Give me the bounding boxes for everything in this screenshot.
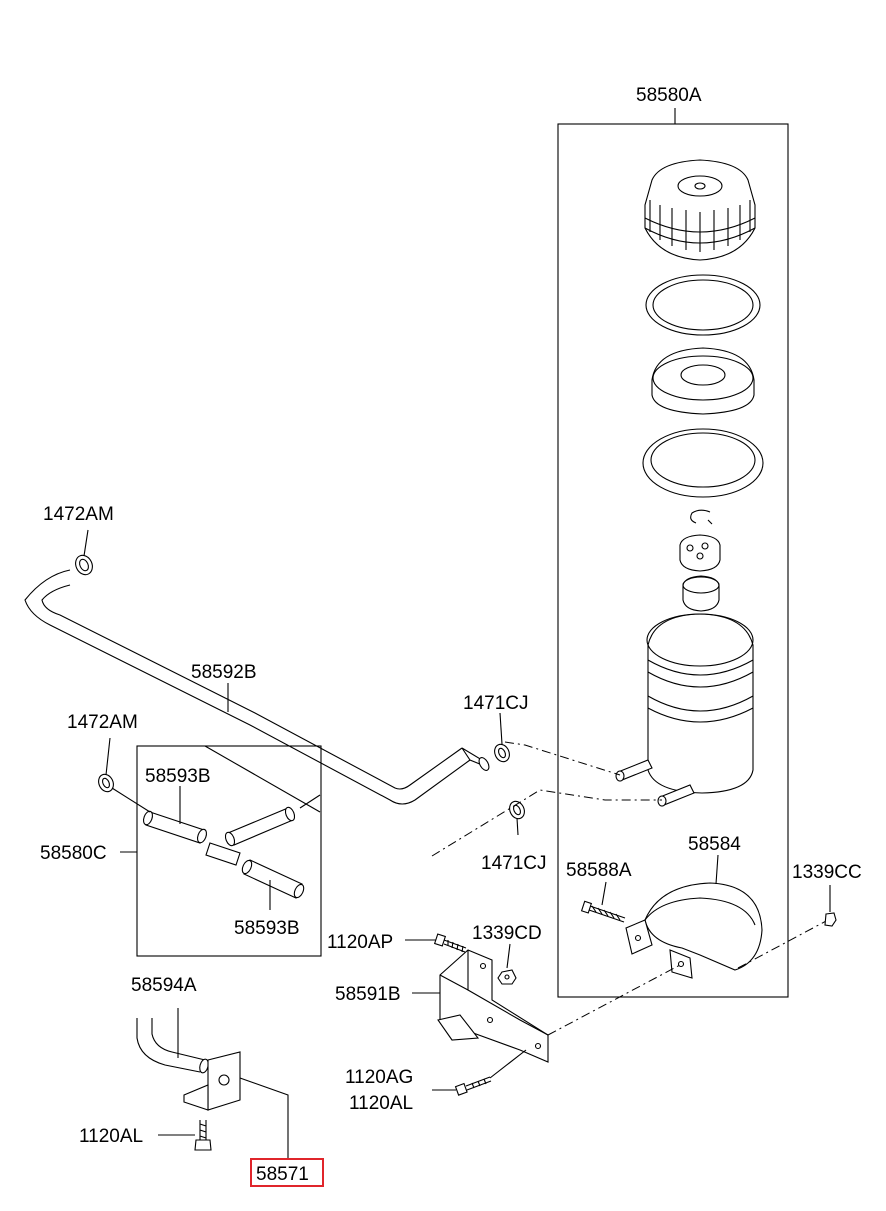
hose-clamp-bottom bbox=[509, 800, 525, 820]
reservoir-outlet-upper bbox=[615, 759, 653, 782]
label-band: 58584 bbox=[688, 834, 741, 855]
bracket-nut bbox=[497, 969, 517, 985]
label-hose-clamp-bottom: 1471CJ bbox=[481, 853, 547, 874]
suction-tube bbox=[136, 1018, 209, 1074]
label-clamp-lower: 1472AM bbox=[67, 712, 138, 733]
tube-bracket bbox=[183, 1051, 241, 1111]
connector-hose-2 bbox=[241, 859, 305, 899]
label-bolt-bracket-low-1: 1120AG bbox=[345, 1067, 413, 1088]
label-bracket: 58591B bbox=[335, 984, 401, 1005]
connection-bracket-band bbox=[547, 964, 681, 1036]
bracket-bolt-low bbox=[454, 1049, 527, 1096]
label-highlighted-part[interactable]: 58571 bbox=[256, 1164, 309, 1185]
reservoir-filter bbox=[651, 347, 755, 415]
reservoir-assembly bbox=[557, 108, 789, 998]
highlight-box bbox=[250, 1158, 324, 1187]
label-bolt-tube: 1120AL bbox=[79, 1126, 143, 1147]
bracket-bolt-top bbox=[433, 933, 467, 953]
hose-kit bbox=[120, 745, 322, 957]
snap-ring bbox=[690, 509, 713, 525]
reservoir-outlet-lower bbox=[657, 784, 695, 807]
label-hose-clamp-top: 1471CJ bbox=[463, 693, 529, 714]
label-nut-right: 1339CC bbox=[792, 862, 862, 883]
reservoir-bracket bbox=[437, 949, 549, 1063]
hose-clamp-top bbox=[494, 743, 510, 763]
valve bbox=[679, 534, 721, 572]
label-reservoir-assy: 58580A bbox=[636, 85, 702, 106]
leader-lines bbox=[83, 529, 831, 1160]
spacer bbox=[682, 575, 720, 612]
hose-clamp-lower bbox=[98, 773, 151, 813]
return-hose bbox=[24, 569, 490, 805]
connection-lower bbox=[431, 789, 662, 857]
label-bolt-band: 58588A bbox=[566, 860, 632, 881]
label-connector-kit: 58593B bbox=[145, 766, 211, 787]
connection-band-nut bbox=[737, 919, 829, 969]
tube-bolt bbox=[194, 1120, 212, 1151]
seal-ring bbox=[645, 274, 761, 336]
connection-upper bbox=[504, 741, 621, 776]
label-nut-bracket: 1339CD bbox=[472, 923, 542, 944]
label-bolt-bracket-low-2: 1120AL bbox=[349, 1093, 413, 1114]
label-clamp-upper: 1472AM bbox=[43, 504, 114, 525]
reservoir-cap bbox=[644, 159, 756, 261]
hose-clamp-upper bbox=[75, 554, 93, 576]
label-connector-kit-lower: 58593B bbox=[234, 918, 300, 939]
label-hose-kit: 58580C bbox=[40, 843, 107, 864]
filter-ring bbox=[642, 428, 764, 498]
band-nut bbox=[824, 912, 837, 927]
reservoir-band bbox=[625, 882, 763, 979]
label-tube-suction: 58594A bbox=[131, 975, 197, 996]
band-bolt bbox=[580, 900, 626, 923]
label-bolt-bracket-top: 1120AP bbox=[327, 932, 393, 953]
label-hose-return: 58592B bbox=[191, 662, 257, 683]
connector-hose-1 bbox=[142, 810, 208, 844]
connector-elbow bbox=[205, 806, 296, 866]
reservoir-body bbox=[646, 613, 754, 794]
